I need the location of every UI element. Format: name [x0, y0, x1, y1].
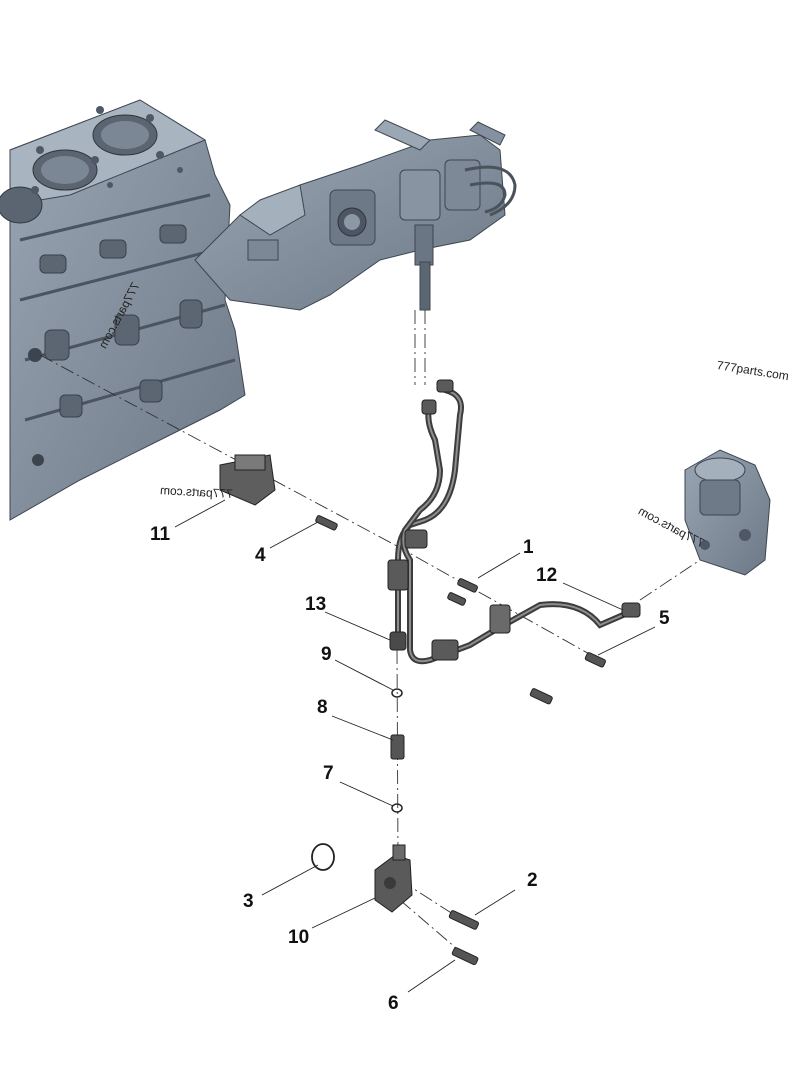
- callout-12: 12: [536, 565, 558, 586]
- fuel-injection-pump: [194, 119, 517, 311]
- callout-6: 6: [388, 993, 399, 1014]
- callout-3: 3: [243, 891, 254, 912]
- callout-7: 7: [323, 763, 334, 784]
- callout-9: 9: [321, 644, 332, 665]
- fuel-pipes: [387, 379, 641, 665]
- fuel-feed-pump: [684, 449, 771, 576]
- fitting-block-part-10: [374, 844, 413, 913]
- leader-lines: [174, 499, 656, 993]
- callout-2: 2: [527, 870, 538, 891]
- callout-11: 11: [150, 524, 171, 545]
- engine-block: [0, 99, 246, 521]
- callout-8: 8: [317, 697, 328, 718]
- callout-10: 10: [288, 927, 310, 948]
- bracket-part-11: [219, 454, 276, 506]
- seals-and-adapter: [311, 688, 405, 871]
- callout-5: 5: [659, 608, 670, 629]
- callout-1: 1: [523, 537, 534, 558]
- bolts: [315, 515, 606, 966]
- callout-4: 4: [255, 545, 266, 566]
- callout-13: 13: [305, 594, 327, 615]
